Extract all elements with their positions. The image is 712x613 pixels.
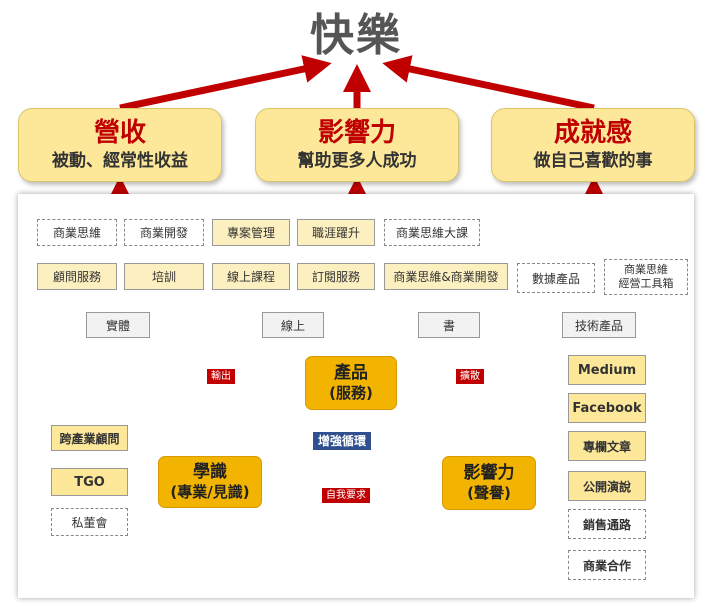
node-online-course: 線上課程 — [212, 263, 290, 290]
right-item-speech: 公開演說 — [568, 471, 646, 501]
core-influence-title: 影響力 — [463, 463, 515, 483]
achievement-heading: 成就感 — [553, 118, 632, 148]
left-item-tgo: TGO — [51, 468, 128, 496]
revenue-subtitle: 被動、經常性收益 — [52, 151, 188, 171]
box-revenue: 營收 被動、經常性收益 — [18, 108, 222, 182]
arrow-achievement-to-happy — [382, 55, 595, 112]
arrow-revenue-to-happy — [119, 55, 332, 112]
node-career-advancement: 職涯躍升 — [297, 219, 375, 246]
core-influence: 影響力 (聲譽) — [442, 456, 536, 510]
node-consulting: 顧問服務 — [37, 263, 117, 290]
node-book-topic: 商業思維&商業開發 — [384, 263, 508, 290]
revenue-heading: 營收 — [93, 118, 146, 148]
influence-subtitle: 幫助更多人成功 — [297, 151, 417, 171]
category-tech-product: 技術產品 — [562, 312, 636, 338]
core-product-sub: (服務) — [329, 384, 373, 402]
node-subscription: 訂閱服務 — [297, 263, 375, 290]
core-knowledge-sub: (專業/見識) — [170, 483, 250, 501]
core-product-title: 產品 — [334, 363, 368, 383]
node-training: 培訓 — [124, 263, 204, 290]
label-spread: 擴散 — [456, 369, 484, 384]
label-reinforcing-loop: 增強循環 — [313, 432, 372, 450]
right-item-facebook: Facebook — [568, 393, 646, 423]
right-item-medium: Medium — [568, 355, 646, 385]
node-project-management: 專案管理 — [212, 219, 290, 246]
right-item-column: 專欄文章 — [568, 431, 646, 461]
right-item-sales-channel: 銷售通路 — [568, 509, 646, 539]
influence-heading: 影響力 — [317, 118, 396, 148]
node-business-thinking: 商業思維 — [37, 219, 117, 246]
core-knowledge-title: 學識 — [193, 462, 227, 482]
label-self-demand: 自我要求 — [322, 488, 370, 503]
category-book: 書 — [418, 312, 480, 338]
category-physical: 實體 — [86, 312, 150, 338]
node-business-thinking-course: 商業思維大課 — [384, 219, 480, 246]
label-output: 輸出 — [207, 369, 235, 384]
category-online: 線上 — [262, 312, 324, 338]
core-influence-sub: (聲譽) — [467, 484, 511, 502]
achievement-subtitle: 做自己喜歡的事 — [533, 151, 653, 171]
core-knowledge: 學識 (專業/見識) — [158, 456, 262, 508]
box-influence: 影響力 幫助更多人成功 — [255, 108, 459, 182]
left-item-board: 私董會 — [51, 508, 128, 536]
node-data-product: 數據產品 — [517, 263, 595, 293]
right-item-business-cooperation: 商業合作 — [568, 550, 646, 580]
box-achievement: 成就感 做自己喜歡的事 — [491, 108, 695, 182]
left-item-cross-industry: 跨產業顧問 — [51, 425, 128, 451]
core-product: 產品 (服務) — [305, 356, 397, 410]
node-toolbox: 商業思維 經營工具箱 — [604, 259, 688, 295]
node-business-development: 商業開發 — [124, 219, 204, 246]
title-happiness: 快樂 — [310, 10, 402, 61]
